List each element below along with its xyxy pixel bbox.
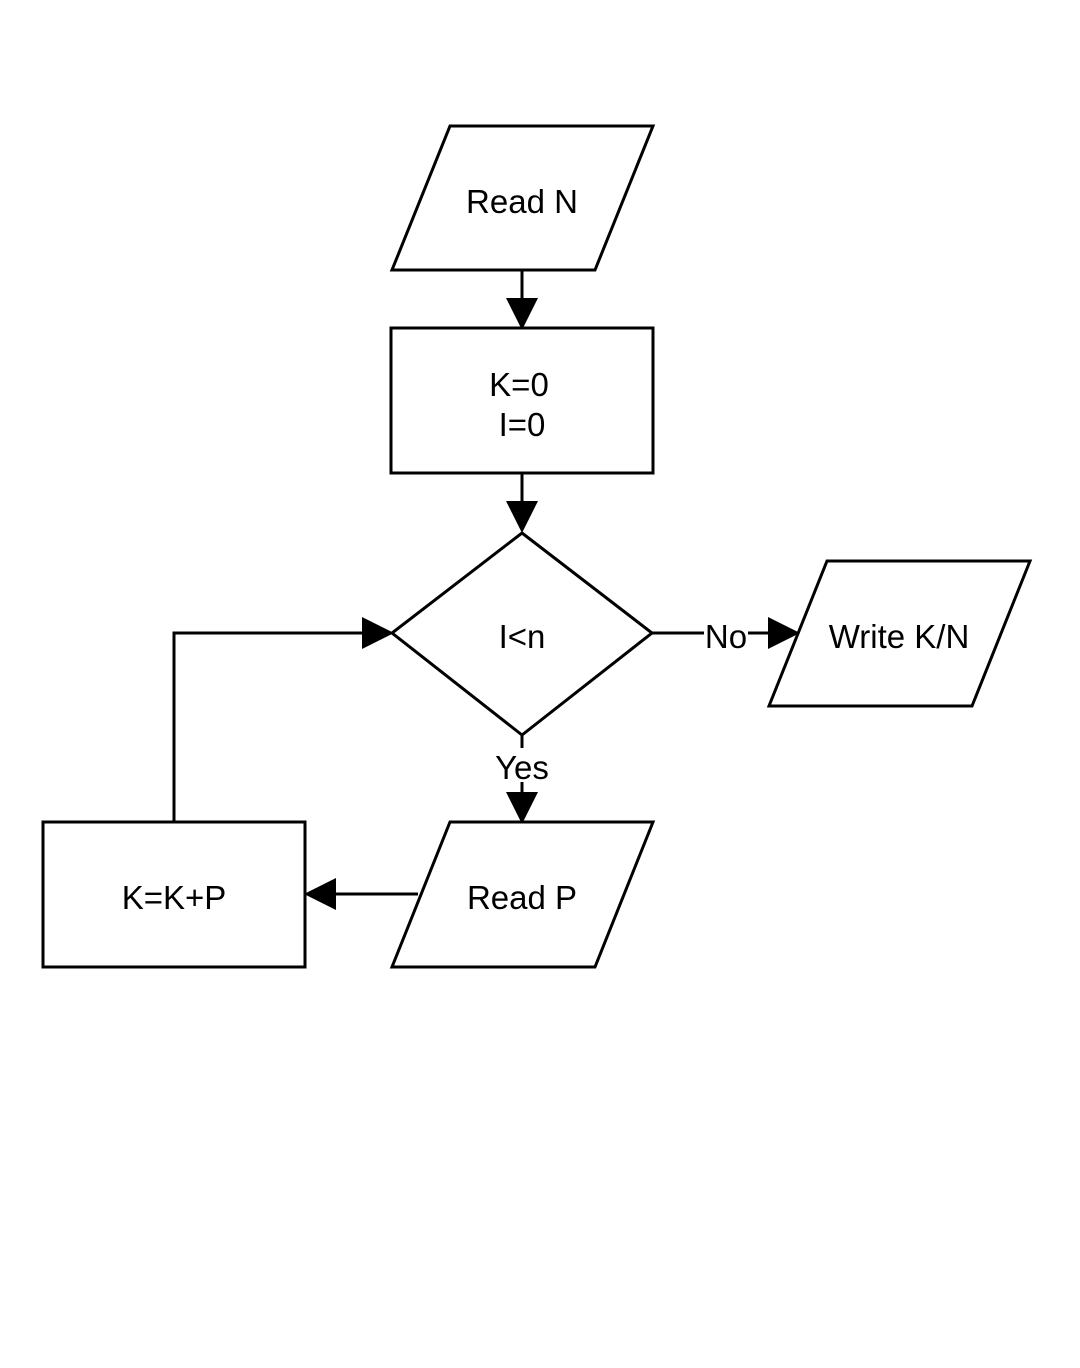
connector-init-to-condition (506, 473, 538, 533)
edge-label-yes: Yes (494, 748, 550, 786)
connector-read-p-to-accumulate (304, 878, 418, 910)
decision-shape (389, 531, 655, 737)
arrowhead (506, 501, 538, 533)
process-shape (389, 326, 655, 475)
node-write: Write K/N (766, 559, 1033, 708)
node-read-n: Read N (389, 124, 656, 272)
node-label: I=0 (499, 406, 546, 443)
edge-label-no: No (704, 616, 748, 655)
node-label: Write K/N (829, 618, 970, 655)
input-output-shape (766, 559, 1033, 708)
node-read-p: Read P (389, 820, 656, 969)
input-output-shape (389, 124, 656, 272)
edge-label-text: No (705, 618, 747, 655)
arrowhead (506, 792, 538, 824)
arrowhead (362, 617, 394, 649)
node-init: K=0 I=0 (389, 326, 655, 475)
node-label: Read N (466, 183, 578, 220)
arrowhead (768, 617, 800, 649)
node-label: K=0 (489, 366, 549, 403)
connector-read-n-to-init (506, 270, 538, 330)
arrowhead (304, 878, 336, 910)
node-label: K=K+P (122, 879, 227, 916)
edge-label-text: Yes (495, 749, 549, 786)
input-output-shape (389, 820, 656, 969)
process-shape (41, 820, 307, 969)
node-label: I<n (499, 618, 546, 655)
node-accumulate: K=K+P (41, 820, 307, 969)
arrowhead (506, 298, 538, 330)
connector-accumulate-to-condition (172, 617, 394, 821)
node-condition: I<n (389, 531, 655, 737)
node-label: Read P (467, 879, 577, 916)
